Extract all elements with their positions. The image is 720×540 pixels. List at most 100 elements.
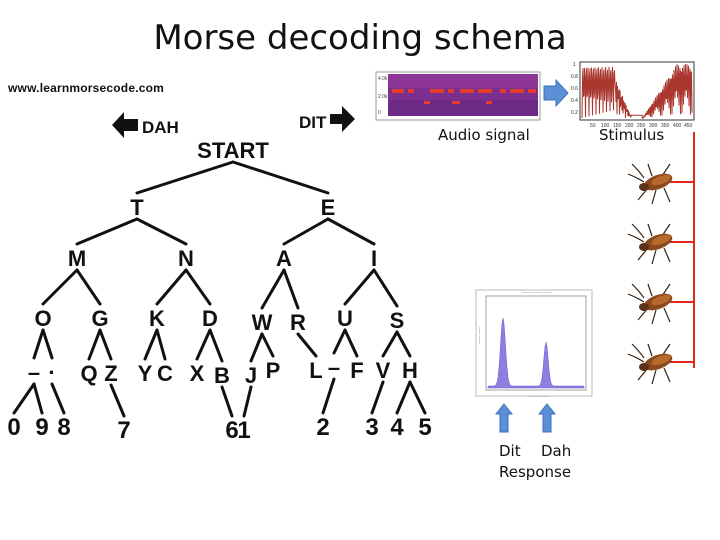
tree-node-k: K — [149, 306, 165, 331]
tree-edge — [12, 382, 36, 415]
tree-node-v: V — [376, 358, 391, 383]
tree-node-n0: 0 — [7, 414, 20, 441]
tree-edge — [109, 383, 126, 418]
audio-to-stimulus-arrow-icon — [543, 78, 569, 108]
tree-edge — [321, 377, 336, 415]
svg-text:150: 150 — [613, 123, 622, 129]
source-url: www.learnmorsecode.com — [8, 81, 165, 95]
svg-text:300: 300 — [649, 123, 658, 129]
svg-text:—— ——— ——: —— ——— —— — [522, 289, 552, 294]
audio-signal-caption: Audio signal — [438, 126, 530, 144]
tree-edge — [195, 328, 212, 361]
tree-edge — [143, 328, 159, 361]
tree-edge — [220, 385, 234, 418]
dit-label: DIT — [299, 113, 327, 132]
svg-text:0.8: 0.8 — [571, 74, 578, 80]
tree-node-n6: 6 — [225, 417, 238, 444]
tree-node-u: U — [337, 306, 353, 331]
tree-node-l: L — [309, 358, 322, 383]
tree-node-n7: 7 — [117, 417, 130, 444]
response-histogram: —— ——— —— —— —— ——— —— — [475, 289, 593, 398]
tree-edge — [242, 385, 253, 418]
tree-edge — [282, 268, 300, 310]
tree-edge — [32, 328, 45, 360]
tree-edge — [296, 332, 318, 358]
tree-node-z: Z — [104, 361, 117, 386]
tree-node-i: I — [371, 246, 377, 271]
tree-edge — [372, 268, 399, 308]
svg-text:—— ——: —— —— — [476, 327, 481, 344]
tree-edge — [184, 268, 212, 306]
tree-edge — [326, 217, 376, 246]
tree-node-w: W — [252, 310, 273, 335]
tree-node-udash: – — [328, 355, 340, 380]
cockroach-3 — [627, 283, 673, 325]
tree-edge — [343, 328, 359, 358]
tree-node-a: A — [276, 246, 292, 271]
svg-text:50: 50 — [590, 123, 596, 129]
audio-spectrogram: 4.0k 2.0k 0 — [375, 71, 541, 121]
svg-text:4.0k: 4.0k — [378, 76, 388, 82]
cockroach-1 — [627, 163, 673, 205]
tree-edge — [135, 217, 188, 246]
tree-edge — [408, 380, 427, 415]
tree-node-g: G — [91, 306, 108, 331]
recording-wires — [668, 132, 695, 368]
dah-arrow-icon — [112, 112, 138, 138]
tree-edge — [260, 268, 286, 310]
tree-node-q: Q — [80, 361, 97, 386]
dah-caption: Dah — [541, 442, 572, 460]
svg-text:350: 350 — [661, 123, 670, 129]
svg-text:0: 0 — [378, 110, 381, 116]
tree-edge — [155, 268, 188, 306]
tree-edge — [395, 330, 412, 358]
tree-node-r: R — [290, 310, 306, 335]
tree-node-t: T — [130, 195, 144, 220]
svg-text:200: 200 — [625, 123, 634, 129]
tree-root-start: START — [197, 138, 269, 163]
tree-edge — [332, 328, 347, 355]
tree-node-n5: 5 — [418, 414, 431, 441]
stimulus-caption: Stimulus — [599, 126, 665, 144]
slide-title: Morse decoding schema — [153, 18, 567, 58]
tree-edge — [395, 380, 412, 415]
tree-node-h: H — [402, 358, 418, 383]
tree-edge — [87, 328, 102, 361]
svg-text:1: 1 — [573, 62, 576, 68]
svg-text:2.0k: 2.0k — [378, 94, 388, 100]
tree-edge — [260, 332, 275, 358]
tree-edge — [370, 380, 385, 415]
dah-label: DAH — [142, 118, 179, 137]
dit-response-arrow-icon — [494, 403, 514, 433]
tree-node-n8: 8 — [57, 414, 70, 441]
response-caption: Response — [499, 463, 572, 481]
svg-text:0.2: 0.2 — [571, 110, 578, 116]
svg-text:0.6: 0.6 — [571, 86, 578, 92]
tree-node-b: B — [214, 363, 230, 388]
tree-node-n3: 3 — [365, 414, 378, 441]
dit-arrow-icon — [330, 106, 355, 132]
tree-node-n9: 9 — [35, 414, 48, 441]
tree-node-x: X — [190, 361, 205, 386]
cockroach-group — [627, 163, 673, 385]
cockroach-4 — [627, 343, 673, 385]
svg-text:250: 250 — [637, 123, 646, 129]
tree-edge — [208, 328, 224, 363]
tree-edge — [343, 268, 376, 306]
tree-edge — [41, 268, 79, 306]
tree-node-y: Y — [138, 361, 153, 386]
tree-node-e: E — [321, 195, 336, 220]
tree-edge — [381, 330, 399, 358]
tree-edge — [75, 217, 139, 246]
tree-node-p: P — [266, 358, 281, 383]
tree-node-d: D — [202, 306, 218, 331]
dah-response-arrow-icon — [537, 403, 557, 433]
cockroach-2 — [627, 223, 673, 265]
svg-text:——— ——: ——— —— — [528, 393, 549, 398]
tree-node-f: F — [350, 358, 363, 383]
tree-node-o: O — [34, 306, 51, 331]
svg-text:0.4: 0.4 — [571, 98, 578, 104]
tree-node-n4: 4 — [390, 414, 404, 441]
tree-edge — [231, 160, 330, 195]
